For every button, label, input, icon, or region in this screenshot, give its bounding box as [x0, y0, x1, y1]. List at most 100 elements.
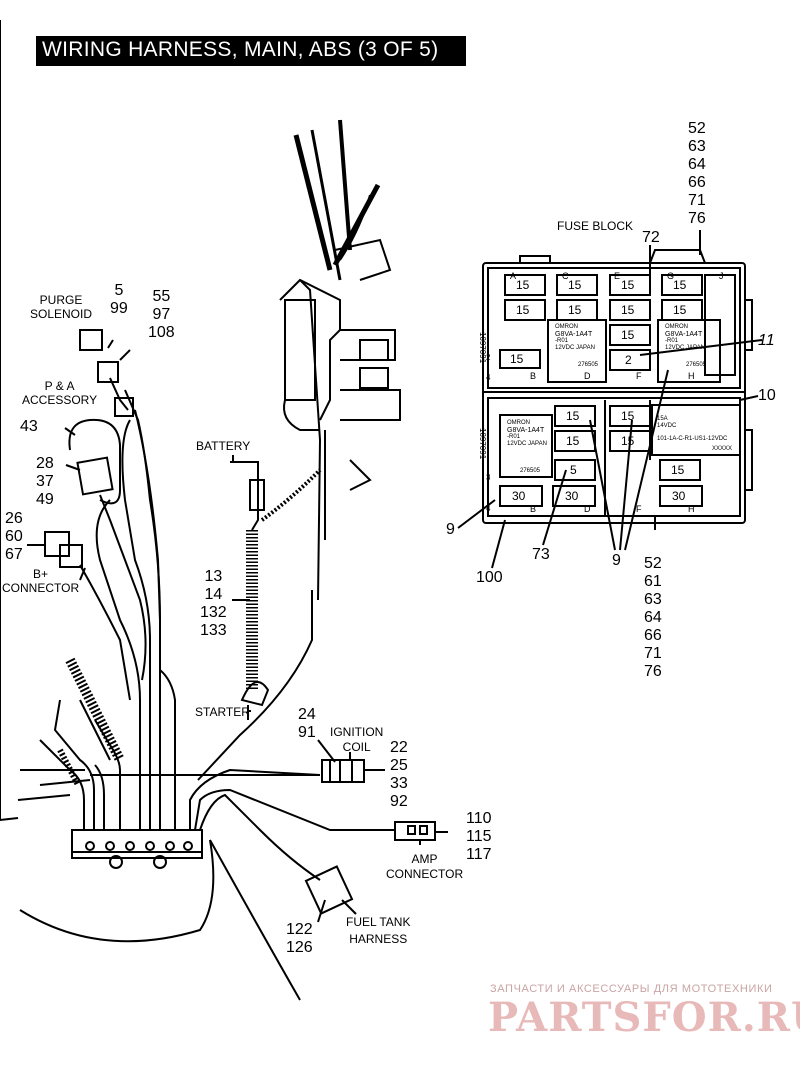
callout-13-133: 13 14 132 133 [200, 568, 227, 640]
callout-43: 43 [20, 418, 38, 435]
callout-number: 13 [204, 568, 223, 585]
callout-number: 22 [390, 739, 408, 756]
side-number: 4 [486, 504, 491, 513]
fuse-letter-h-lower: H [688, 504, 695, 514]
callout-number: 99 [110, 300, 128, 317]
callout-9-left: 9 [446, 521, 455, 538]
fuse-letter-h-upper: H [688, 371, 695, 381]
callout-number: 61 [644, 573, 662, 590]
title-bar [36, 36, 466, 66]
fuse-block-strip-mark: XXXXX [712, 446, 733, 452]
callout-number: 115 [466, 828, 492, 845]
callout-number: 63 [644, 591, 662, 608]
callout-10: 10 [758, 387, 776, 404]
callout-number: 71 [688, 192, 706, 209]
callout-number: 5 [114, 282, 124, 299]
harness-base-curve [19, 839, 215, 943]
fuse-value: 15 [673, 278, 687, 292]
callout-26-60-67: 26 60 67 [5, 510, 23, 564]
callout-number: 108 [148, 324, 175, 341]
ignition-coil-connector [321, 759, 365, 783]
fuse-value: 15 [510, 352, 524, 366]
relay-code: 276505 [578, 362, 599, 368]
callout-55-97-108: 55 97 108 [148, 288, 175, 342]
callout-24-91: 24 91 [298, 706, 316, 742]
fuse-letter-j: J [719, 271, 724, 281]
fuse-value: 15 [516, 278, 530, 292]
callout-number: 132 [200, 604, 227, 621]
callout-bottom-right: 52 61 63 64 66 71 76 [644, 555, 662, 681]
fuse-value: 15 [566, 434, 580, 448]
callout-number: 63 [688, 138, 706, 155]
callout-number: 133 [200, 622, 227, 639]
callout-73: 73 [532, 546, 550, 563]
watermark-logo: PARTSFOR.RU [488, 994, 800, 1041]
callout-number: 60 [5, 528, 23, 545]
callout-number: 37 [36, 473, 54, 490]
callout-number: 33 [390, 775, 408, 792]
fuse-letter-b-upper: B [530, 371, 537, 381]
purge-solenoid-shape [79, 329, 103, 351]
relay-code: 276505 [686, 362, 707, 368]
callout-number: 14 [204, 586, 223, 603]
callout-100: 100 [476, 569, 503, 586]
fuse-value: 30 [512, 489, 526, 503]
fuse-letter-e: E [614, 271, 621, 281]
fuse-letter-b-lower: B [530, 504, 537, 514]
callout-number: 25 [390, 757, 408, 774]
fuse-value: 15 [621, 278, 635, 292]
fuse-value: 15 [621, 434, 635, 448]
fuse-value: 15 [673, 303, 687, 317]
part-number-lower: 1097091 [478, 428, 487, 460]
callout-number: 52 [644, 555, 662, 572]
relay-code: 276505 [520, 468, 541, 474]
part-number-upper: 1097091 [478, 332, 487, 364]
callout-9-bottom: 9 [612, 552, 621, 569]
side-number: 2 [486, 353, 491, 362]
fuse-value: 30 [672, 489, 686, 503]
fuse-value: 15 [566, 409, 580, 423]
b-plus-connector-label: B+CONNECTOR [2, 567, 80, 595]
fuse-value: 15 [568, 278, 582, 292]
harness-clamp-block [71, 829, 203, 859]
callout-number: 28 [36, 455, 54, 472]
callout-number: 117 [466, 846, 492, 863]
fuse-value: 15 [621, 409, 635, 423]
callout-number: 71 [644, 645, 662, 662]
callout-number: 92 [390, 793, 408, 810]
callout-number: 67 [5, 546, 23, 563]
battery-label: BATTERY [196, 439, 251, 453]
callout-28-37-49: 28 37 49 [36, 455, 54, 509]
fuse-block-strip-code: 101-1A-C-R1-US1-12VDC [657, 436, 728, 442]
fuse-letter-c: C [562, 271, 569, 281]
callout-number: 49 [36, 491, 54, 508]
callout-number: 76 [688, 210, 706, 227]
fuse-value: 15 [671, 463, 685, 477]
left-border-line [0, 20, 19, 822]
callout-72: 72 [642, 229, 660, 246]
fuse-value: 5 [570, 463, 577, 477]
fuse-value: 15 [568, 303, 582, 317]
callout-number: 76 [644, 663, 662, 680]
fuse-value: 30 [565, 489, 579, 503]
watermark-tagline: ЗАПЧАСТИ И АКСЕССУАРЫ ДЛЯ МОТОТЕХНИКИ [490, 983, 773, 995]
fuse-value: 2 [625, 353, 632, 367]
callout-11: 11 [758, 332, 775, 349]
callout-number: 64 [688, 156, 706, 173]
fuse-letter-f-lower: F [636, 504, 642, 514]
fuse-value: 15 [516, 303, 530, 317]
page-title: WIRING HARNESS, MAIN, ABS (3 OF 5) [42, 38, 439, 61]
callout-number: 110 [466, 810, 492, 827]
callout-110-117: 110 115 117 [466, 810, 492, 864]
callout-number: 55 [152, 288, 171, 305]
side-number: 3 [486, 473, 491, 482]
